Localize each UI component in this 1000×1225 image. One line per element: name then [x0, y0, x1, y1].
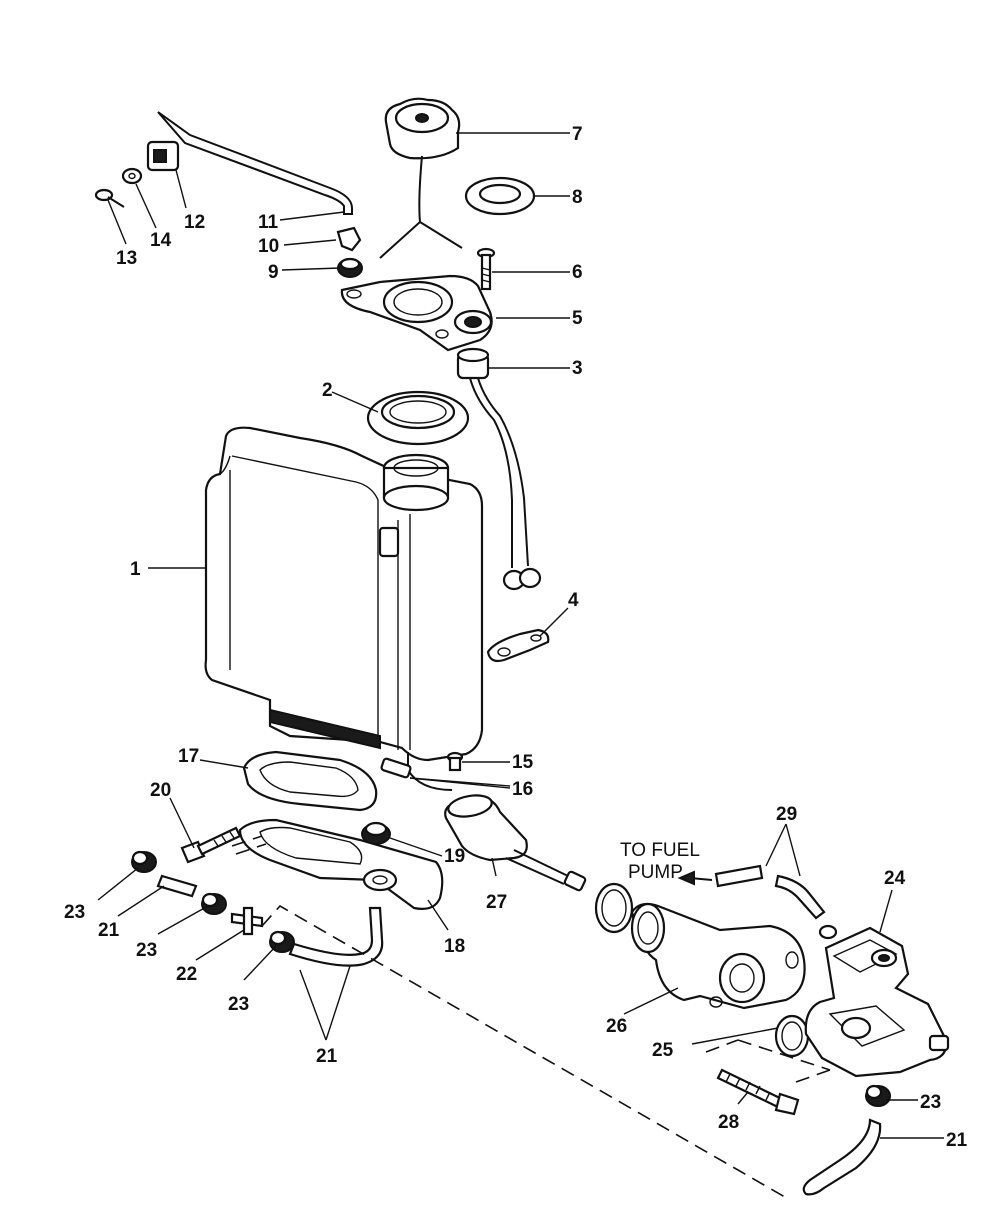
callout-8: 8: [572, 187, 583, 208]
callout-16: 16: [512, 779, 533, 800]
part-14-washer: [121, 167, 143, 185]
part-25-o-ring-rear: [774, 1014, 810, 1058]
part-4-bracket: [486, 628, 550, 663]
callout-12: 12: [184, 212, 205, 233]
part-17-gasket: [242, 750, 378, 812]
bolt-28-dashes: [705, 1039, 831, 1083]
callout-14: 14: [150, 230, 172, 251]
callout-21: 21: [98, 920, 120, 941]
callout-13: 13: [116, 248, 137, 269]
callout-10: 10: [258, 236, 279, 257]
note-to-fuel: TO FUEL: [620, 840, 700, 861]
part-6-bolt: [476, 247, 496, 291]
callout-labels: 1 2 3 4 5 6 7 8 9 10 11 12 13 14 15 16 1…: [64, 124, 968, 1151]
callout-23-c: 23: [228, 994, 249, 1015]
callout-11: 11: [258, 212, 279, 233]
part-18-base-bracket: [238, 818, 444, 910]
part-22-tee-fitting: [230, 906, 264, 936]
callout-23-d: 23: [920, 1092, 941, 1113]
part-9-grommet: [337, 257, 363, 278]
part-1-oil-tank: [204, 426, 484, 762]
part-28-bolt: [716, 1068, 800, 1116]
part-15-screw: [446, 751, 464, 772]
part-29-hoses: [677, 864, 826, 920]
callout-6: 6: [572, 262, 583, 283]
part-3-grommet-wires: [456, 347, 542, 591]
bolt-alignment-dashes: [231, 835, 267, 855]
part-13-screw: [94, 188, 125, 208]
callout-22: 22: [176, 964, 197, 985]
callout-5: 5: [572, 308, 583, 329]
part-8-gasket: [464, 176, 536, 216]
part-20-bolt: [180, 826, 242, 864]
leader-lines: [97, 132, 944, 1139]
callout-9: 9: [268, 262, 279, 283]
callout-1: 1: [130, 559, 141, 580]
callout-2: 2: [322, 380, 333, 401]
part-21-hose-elbow: [288, 906, 384, 967]
callout-23: 23: [64, 902, 85, 923]
part-25-o-ring-front: [594, 882, 634, 934]
callout-20: 20: [150, 780, 171, 801]
callout-27: 27: [486, 892, 507, 913]
callout-17: 17: [178, 746, 199, 767]
callout-3: 3: [572, 358, 583, 379]
callout-26: 26: [606, 1016, 627, 1037]
part-2-seal: [366, 390, 470, 446]
callout-24: 24: [884, 868, 906, 889]
part-12-sender-rod: [146, 111, 353, 215]
part-21-hose-short: [156, 874, 198, 898]
callout-19: 19: [444, 846, 465, 867]
callout-15: 15: [512, 752, 534, 773]
callout-29: 29: [776, 804, 797, 825]
callout-18: 18: [444, 936, 465, 957]
note-pump: PUMP: [628, 862, 683, 883]
callout-28: 28: [718, 1112, 739, 1133]
callout-21-b: 21: [316, 1046, 338, 1067]
fuel-line-routing: [261, 904, 791, 1201]
part-10-clip: [336, 226, 362, 252]
part-23-clamp-a: [131, 850, 157, 873]
part-21-hose-pump: [802, 1118, 882, 1196]
callout-21-c: 21: [946, 1130, 968, 1151]
callout-4: 4: [568, 590, 579, 611]
part-27-filter: [444, 794, 587, 892]
part-5-flange: [340, 274, 493, 352]
part-23-clamp-pump: [865, 1084, 891, 1107]
callout-7: 7: [572, 124, 583, 145]
callout-25: 25: [652, 1040, 674, 1061]
part-23-clamp-b: [201, 892, 227, 915]
part-24-fuel-pump: [804, 924, 950, 1078]
callout-23-b: 23: [136, 940, 157, 961]
part-16-sensor-leads: [380, 752, 453, 791]
part-26-pump-housing: [630, 902, 806, 1010]
part-7-filler-cap: [379, 97, 463, 259]
